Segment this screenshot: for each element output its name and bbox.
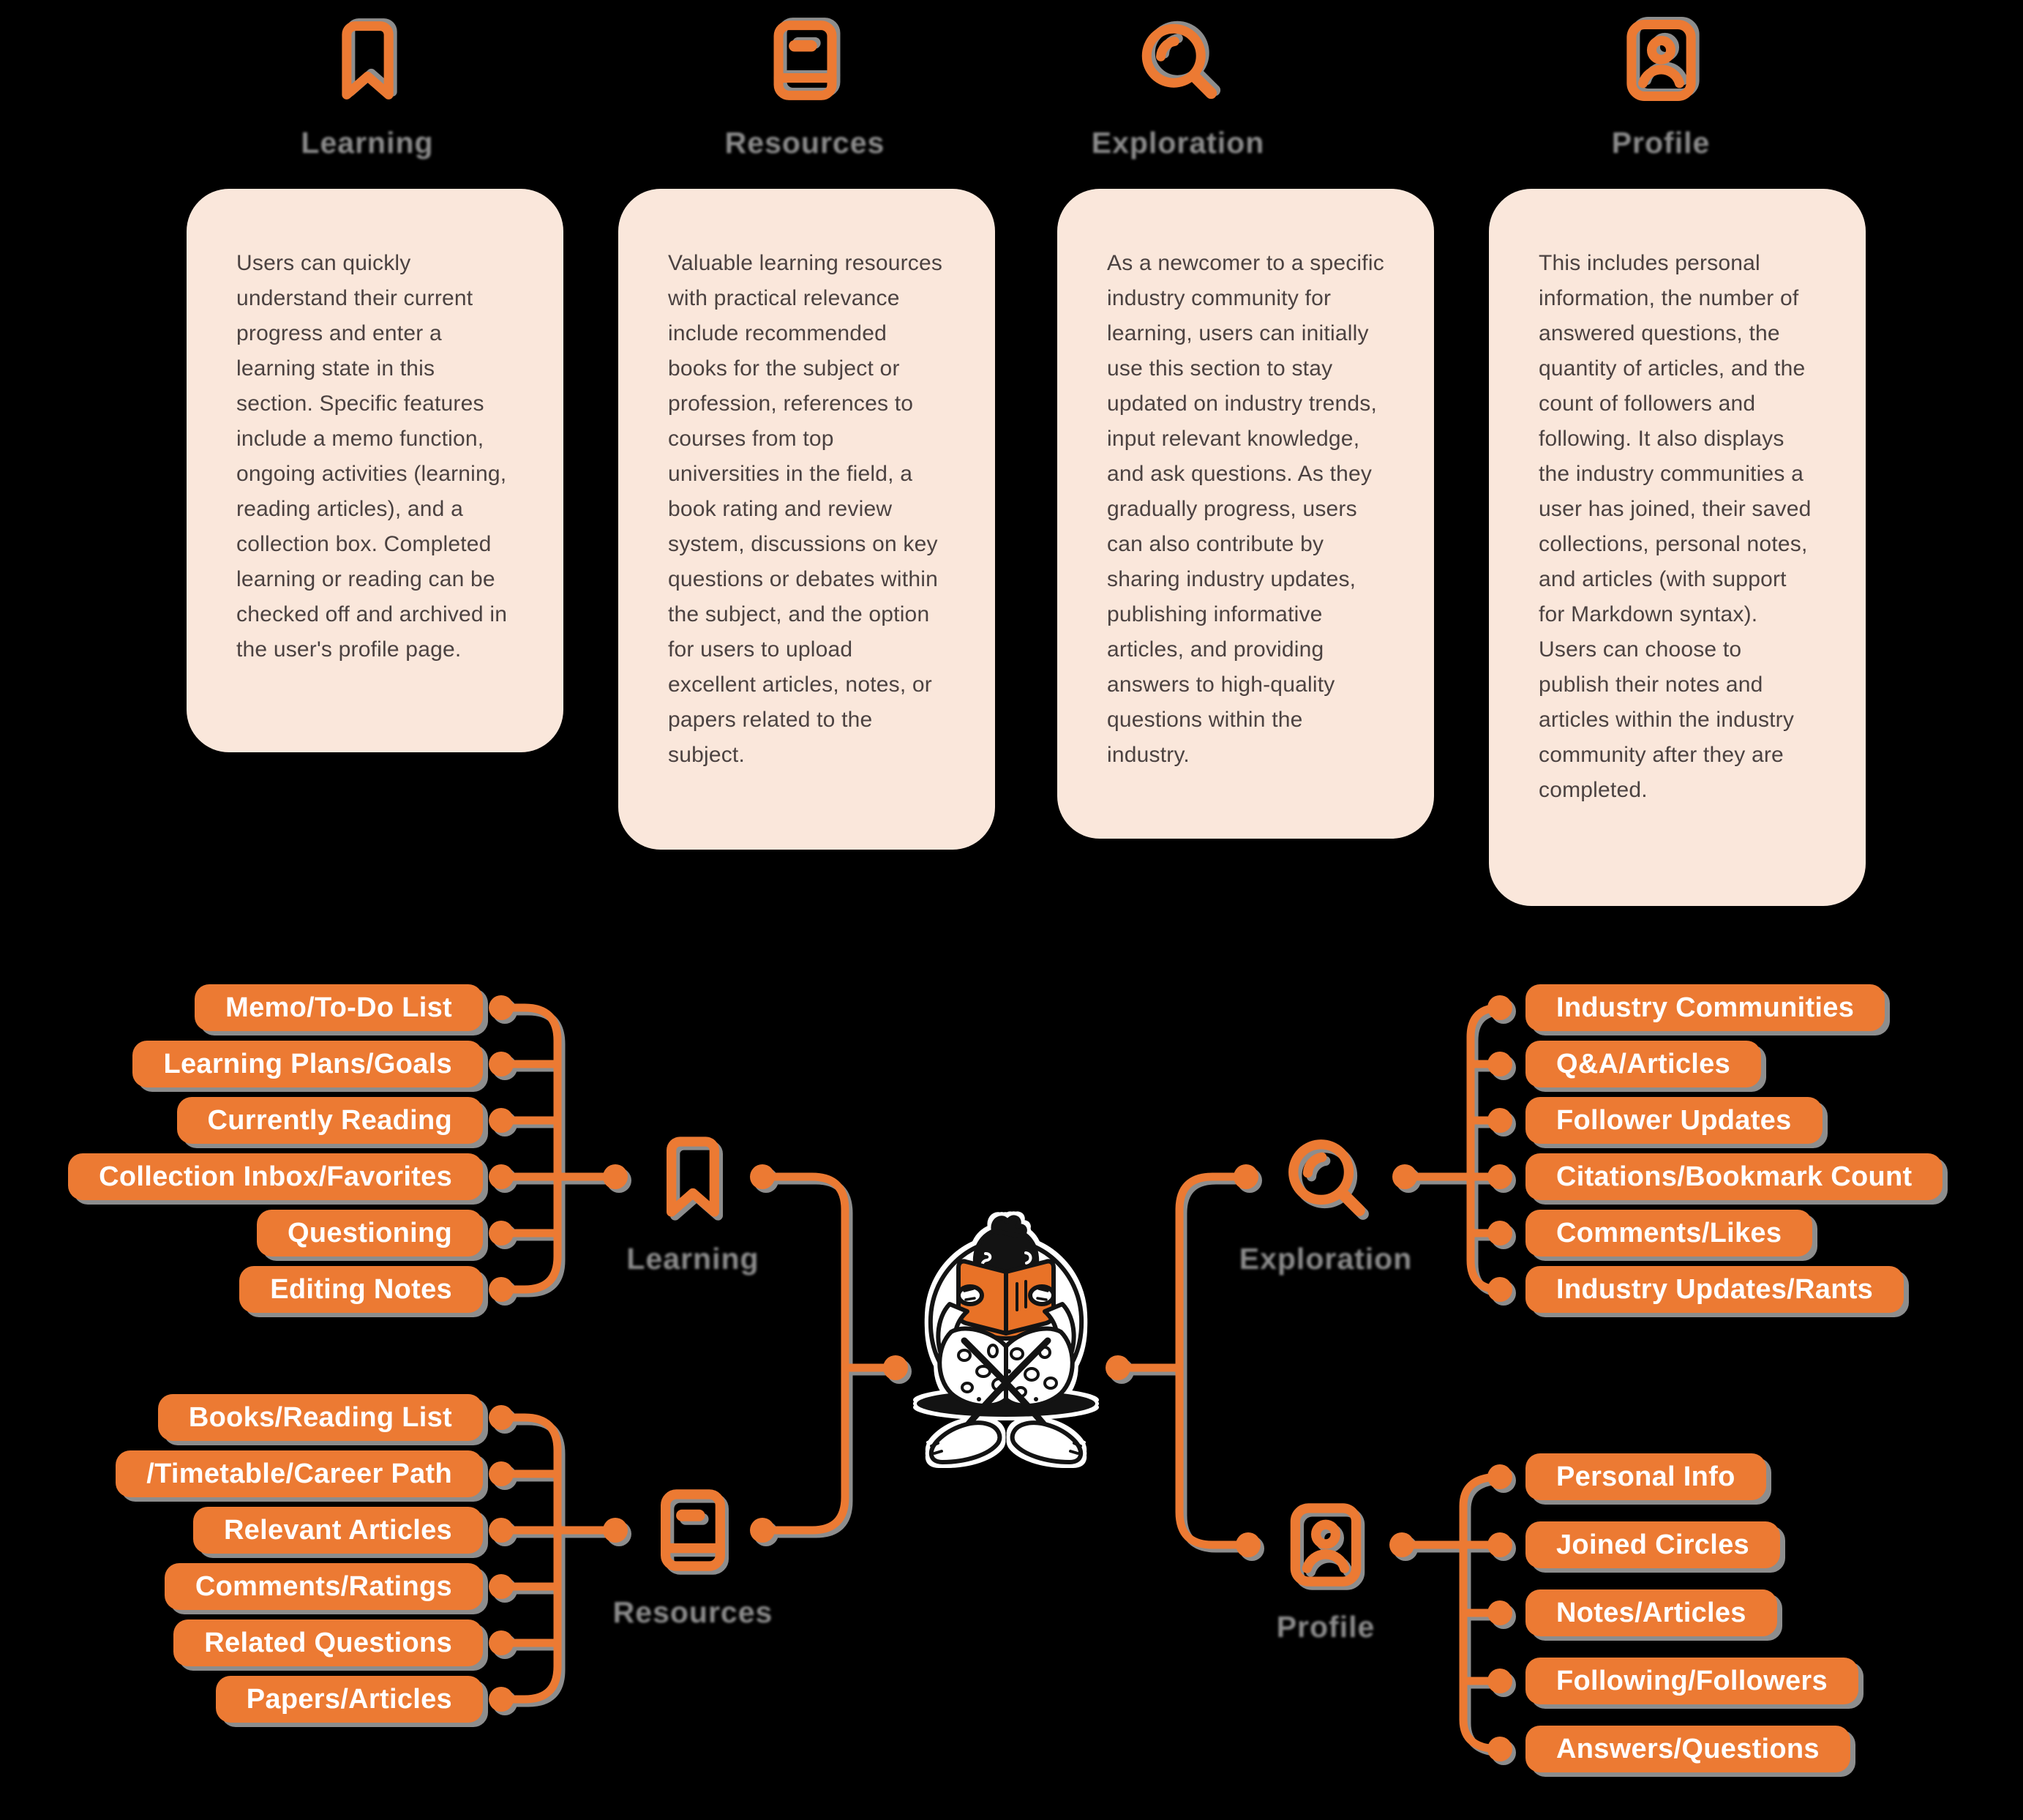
section-label-learning: Learning [301,126,434,160]
branch-list-profile: Personal Info Joined Circles Notes/Artic… [1525,1453,1858,1772]
branch-list-exploration: Industry Communities Q&A/Articles Follow… [1525,984,1943,1313]
node-answers-questions: Answers/Questions [1525,1726,1850,1772]
branch-list-learning: Memo/To-Do List Learning Plans/Goals Cur… [68,984,483,1313]
node-qa-articles: Q&A/Articles [1525,1041,1762,1087]
node-joined-circles: Joined Circles [1525,1521,1780,1568]
node-comments-likes: Comments/Likes [1525,1210,1813,1257]
description-card-profile: This includes personal information, the … [1489,189,1866,906]
node-learning-plans-goals: Learning Plans/Goals [132,1041,483,1087]
section-label-exploration: Exploration [1091,126,1265,160]
node-personal-info: Personal Info [1525,1453,1766,1500]
description-text-profile: This includes personal information, the … [1539,251,1812,802]
mindmap-label-learning: Learning [626,1242,759,1276]
description-card-exploration: As a newcomer to a specific industry com… [1057,189,1434,839]
section-label-profile: Profile [1611,126,1711,160]
node-books-reading-list: Books/Reading List [157,1394,483,1441]
node-editing-notes: Editing Notes [239,1266,483,1313]
node-papers-articles: Papers/Articles [215,1676,483,1723]
node-relevant-articles: Relevant Articles [192,1507,483,1554]
mindmap-label-profile: Profile [1276,1610,1375,1644]
mindmap-search-icon [1279,1130,1373,1224]
node-following-followers: Following/Followers [1525,1658,1858,1704]
node-timetable-career-path: /Timetable/Career Path [116,1450,483,1497]
node-follower-updates: Follower Updates [1525,1097,1823,1144]
node-related-questions: Related Questions [173,1619,483,1666]
reading-person-illustration [917,1215,1095,1464]
node-questioning: Questioning [257,1210,483,1257]
node-notes-articles: Notes/Articles [1525,1589,1777,1636]
description-text-learning: Users can quickly understand their curre… [236,251,508,662]
description-text-exploration: As a newcomer to a specific industry com… [1107,251,1384,767]
branch-list-resources: Books/Reading List /Timetable/Career Pat… [116,1394,483,1723]
mindmap-profile-icon [1279,1498,1373,1592]
description-card-learning: Users can quickly understand their curre… [187,189,563,752]
node-currently-reading: Currently Reading [176,1097,483,1144]
description-card-resources: Valuable learning resources with practic… [618,189,995,850]
description-text-resources: Valuable learning resources with practic… [668,251,943,767]
node-collection-inbox-favorites: Collection Inbox/Favorites [68,1153,483,1200]
mindmap-bookmark-icon [646,1130,740,1224]
node-citations-bookmark-count: Citations/Bookmark Count [1525,1153,1943,1200]
node-industry-updates-rants: Industry Updates/Rants [1525,1266,1904,1313]
section-label-resources: Resources [724,126,885,160]
mindmap-label-resources: Resources [612,1595,773,1629]
mindmap-label-exploration: Exploration [1239,1242,1413,1276]
node-comments-ratings: Comments/Ratings [164,1563,483,1610]
mindmap-book-icon [646,1483,740,1577]
node-memo-to-do-list: Memo/To-Do List [195,984,483,1031]
connector-dots [489,995,1512,1761]
node-industry-communities: Industry Communities [1525,984,1885,1031]
